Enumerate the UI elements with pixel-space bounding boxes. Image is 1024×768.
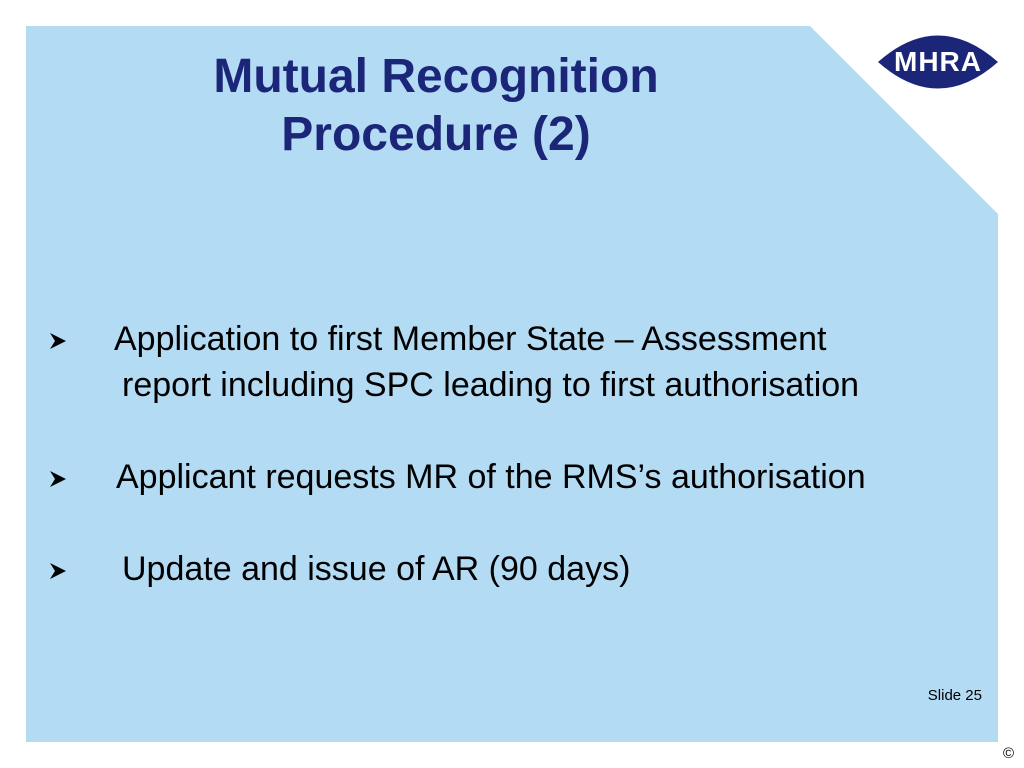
mhra-logo: MHRA [874, 23, 1002, 101]
mhra-logo-shape [878, 35, 998, 89]
slide-title-line-2: Procedure (2) [281, 108, 591, 161]
arrow-bullet-icon [50, 333, 66, 349]
bullet-item: Update and issue of AR (90 days) [48, 546, 988, 592]
bullet-item: Applicant requests MR of the RMS’s autho… [48, 454, 988, 500]
bullet-item: Application to first Member State – Asse… [48, 316, 988, 408]
mhra-logo-text: MHRA [894, 46, 982, 77]
content-panel: Mutual Recognition Procedure (2) Applica… [26, 26, 998, 742]
arrow-bullet-icon [50, 563, 66, 579]
slide-title: Mutual Recognition Procedure (2) [86, 48, 786, 164]
slide-number: Slide 25 [927, 687, 982, 704]
bullet-text-line: Update and issue of AR (90 days) [122, 550, 631, 588]
bullet-text-line: report including SPC leading to first au… [122, 366, 860, 404]
bullet-list: Application to first Member State – Asse… [48, 316, 988, 638]
bullet-text-line: Applicant requests MR of the RMS’s autho… [116, 458, 866, 496]
panel-background [26, 26, 998, 742]
slide-title-line-1: Mutual Recognition [213, 50, 659, 103]
arrow-bullet-icon [50, 471, 66, 487]
copyright-symbol: © [1002, 745, 1014, 762]
bullet-text-line: Application to first Member State – Asse… [114, 320, 827, 358]
